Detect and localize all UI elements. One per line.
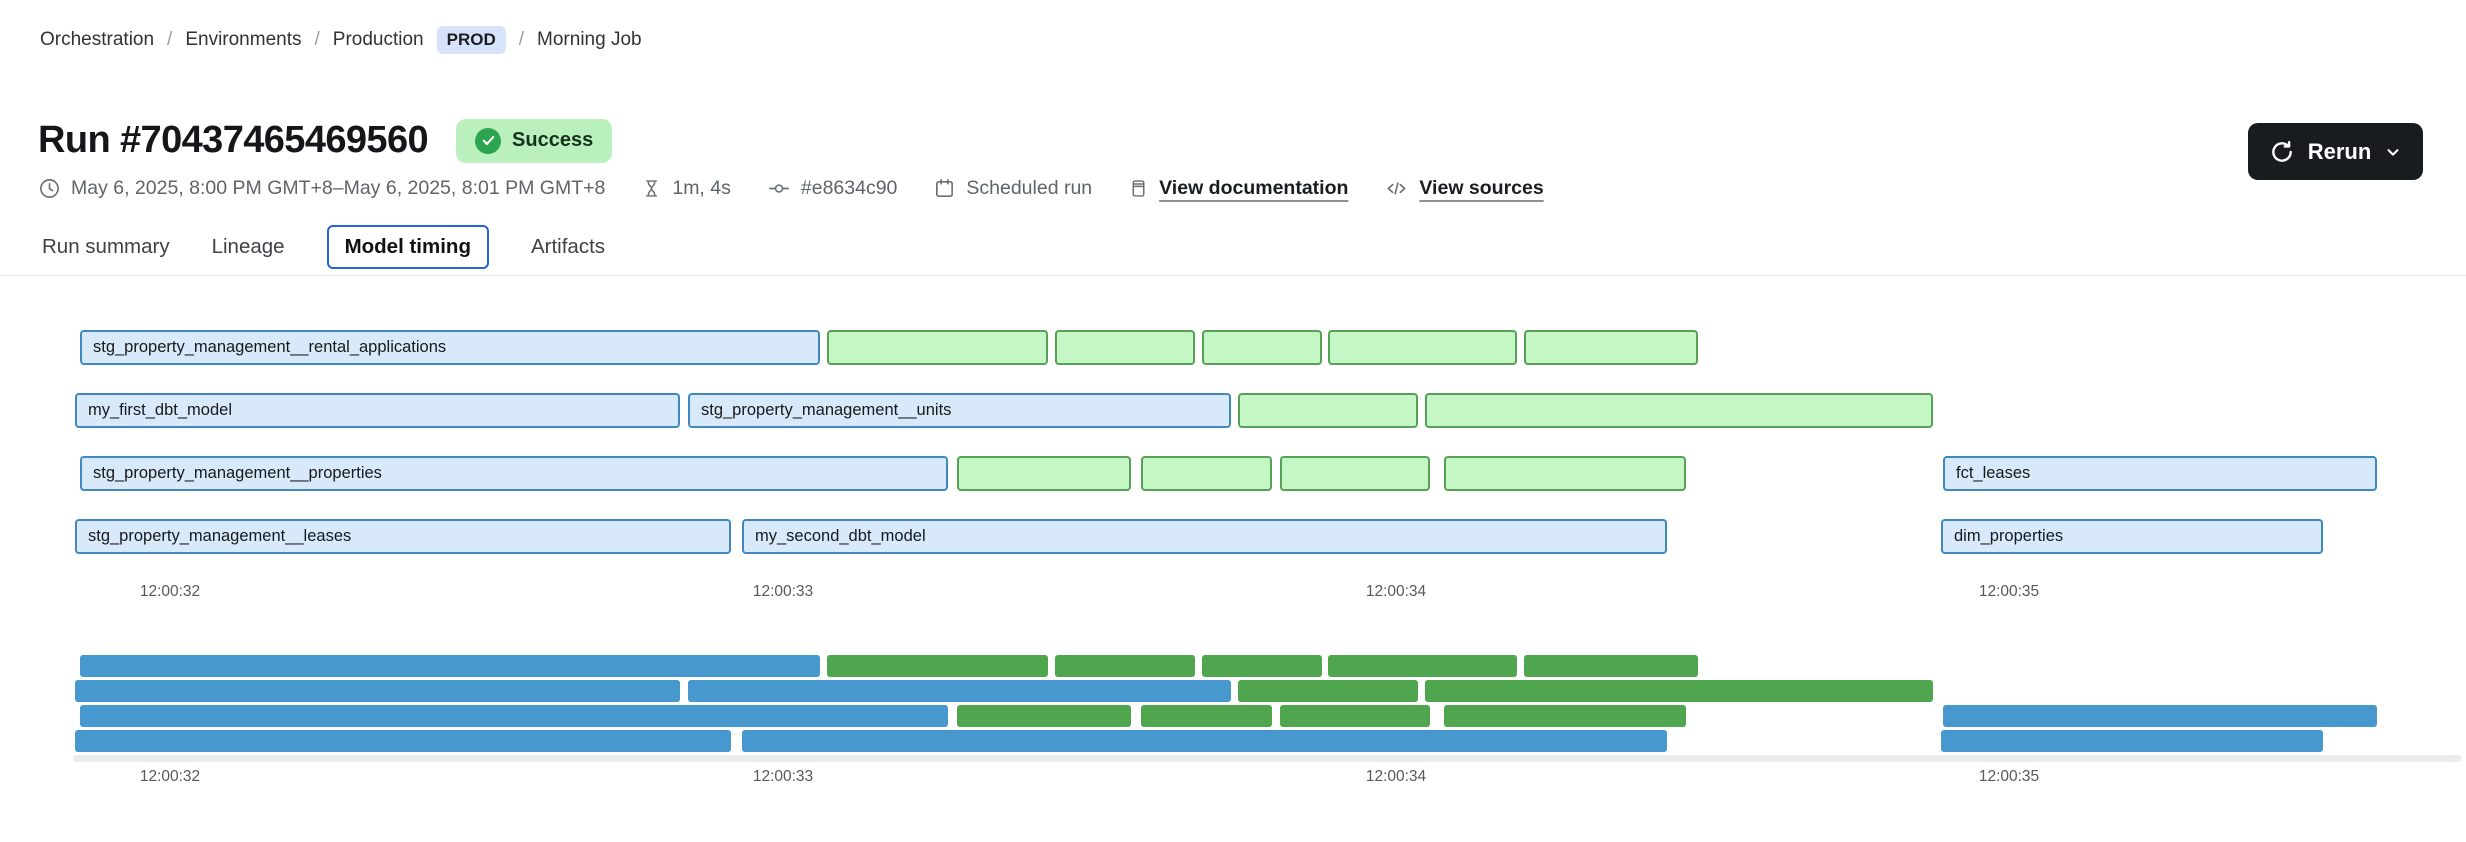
meta-text: Scheduled run: [966, 176, 1093, 199]
tab-model-timing[interactable]: Model timing: [326, 225, 489, 269]
page-title: Run #70437465469560: [38, 119, 429, 162]
model-bar[interactable]: my_first_dbt_model: [75, 393, 680, 428]
model-bar[interactable]: [1202, 330, 1322, 365]
rerun-label: Rerun: [2307, 138, 2372, 164]
meta-item-view-sources: View sources: [1384, 176, 1544, 200]
status-label: Success: [512, 129, 594, 152]
minimap-bar: [688, 680, 1231, 702]
model-bar[interactable]: [1141, 456, 1272, 491]
model-bar-label: stg_property_management__properties: [93, 464, 382, 482]
model-bar[interactable]: [957, 456, 1131, 491]
tab-divider: [0, 275, 2466, 276]
meta-row: May 6, 2025, 8:00 PM GMT+8–May 6, 2025, …: [38, 168, 1544, 208]
minimap-bar: [75, 680, 680, 702]
minimap-bar: [1280, 705, 1430, 727]
meta-text: 1m, 4s: [672, 176, 731, 199]
breadcrumb-link-orchestration[interactable]: Orchestration: [40, 29, 155, 50]
tab-run-summary[interactable]: Run summary: [42, 235, 170, 258]
minimap-axis-tick-label: 12:00:32: [139, 768, 201, 785]
minimap-bar: [1425, 680, 1933, 702]
calendar-icon: [933, 177, 956, 200]
model-bar[interactable]: [1280, 456, 1430, 491]
minimap-bar: [957, 705, 1131, 727]
model-bar-label: stg_property_management__units: [701, 401, 952, 419]
minimap-bar: [1141, 705, 1272, 727]
minimap-bar: [80, 655, 820, 677]
meta-text: May 6, 2025, 8:00 PM GMT+8–May 6, 2025, …: [71, 176, 606, 199]
minimap-bar: [80, 705, 948, 727]
tab-bar: Run summary Lineage Model timing Artifacts: [42, 220, 605, 274]
meta-link-view-documentation[interactable]: View documentation: [1159, 176, 1349, 199]
commit-icon: [767, 177, 791, 200]
minimap-brush-track[interactable]: [73, 755, 2461, 762]
minimap-bar: [1328, 655, 1517, 677]
title-row: Run #70437465469560 Success: [38, 94, 613, 188]
minimap-axis-tick-label: 12:00:33: [752, 768, 814, 785]
success-check-icon: [475, 127, 502, 154]
breadcrumb-current[interactable]: Morning Job: [537, 29, 642, 50]
model-bar[interactable]: [827, 330, 1048, 365]
hourglass-icon: [641, 177, 662, 200]
model-bar[interactable]: my_second_dbt_model: [742, 519, 1667, 554]
model-bar[interactable]: dim_properties: [1941, 519, 2323, 554]
meta-item-may-6-2025-8-00-: May 6, 2025, 8:00 PM GMT+8–May 6, 2025, …: [38, 177, 605, 200]
minimap-bar: [742, 730, 1667, 752]
breadcrumb-separator: /: [314, 29, 320, 50]
axis-tick-label: 12:00:35: [1978, 583, 2040, 600]
model-bar-label: fct_leases: [1956, 464, 2031, 482]
environment-badge[interactable]: PROD: [436, 26, 506, 54]
model-bar[interactable]: [1328, 330, 1517, 365]
minimap-bar: [1202, 655, 1322, 677]
meta-item--e8634c90: #e8634c90: [767, 176, 898, 200]
model-bar-label: stg_property_management__leases: [88, 527, 352, 545]
meta-link-view-sources[interactable]: View sources: [1419, 176, 1544, 199]
rerun-button[interactable]: Rerun: [2248, 123, 2423, 180]
breadcrumb-separator: /: [167, 29, 173, 50]
minimap-axis-tick-label: 12:00:34: [1365, 768, 1427, 785]
axis-tick-label: 12:00:33: [752, 583, 814, 600]
model-bar[interactable]: [1524, 330, 1698, 365]
model-bar[interactable]: [1425, 393, 1933, 428]
model-bar-label: my_first_dbt_model: [88, 401, 232, 419]
code-icon: [1384, 177, 1409, 200]
minimap-bar: [827, 655, 1048, 677]
chevron-down-icon: [2384, 143, 2402, 161]
meta-text: #e8634c90: [800, 176, 898, 199]
meta-item-scheduled-run: Scheduled run: [933, 177, 1092, 200]
model-bar[interactable]: stg_property_management__units: [688, 393, 1231, 428]
minimap-bar: [1238, 680, 1418, 702]
tab-artifacts[interactable]: Artifacts: [530, 235, 606, 258]
minimap-axis-tick-label: 12:00:35: [1978, 768, 2040, 785]
meta-item-1m-4s: 1m, 4s: [641, 177, 731, 200]
meta-item-view-documentation: View documentation: [1128, 177, 1348, 200]
breadcrumb-separator: /: [518, 29, 525, 50]
refresh-icon: [2269, 139, 2295, 165]
model-bar-label: dim_properties: [1954, 527, 2064, 545]
minimap-bar: [75, 730, 731, 752]
minimap-bar: [1943, 705, 2377, 727]
model-bar-label: stg_property_management__rental_applicat…: [93, 338, 447, 356]
model-bar[interactable]: stg_property_management__rental_applicat…: [80, 330, 820, 365]
model-bar[interactable]: [1055, 330, 1195, 365]
minimap-bar: [1524, 655, 1698, 677]
model-bar[interactable]: fct_leases: [1943, 456, 2377, 491]
breadcrumb: Orchestration / Environments / Production PRO…: [40, 26, 642, 54]
tab-lineage[interactable]: Lineage: [211, 235, 285, 258]
model-bar-label: my_second_dbt_model: [755, 527, 926, 545]
axis-tick-label: 12:00:34: [1365, 583, 1427, 600]
minimap-bar: [1444, 705, 1686, 727]
model-bar[interactable]: [1444, 456, 1686, 491]
breadcrumb-link-environments[interactable]: Environments: [185, 29, 302, 50]
model-bar[interactable]: [1238, 393, 1418, 428]
minimap-bar: [1941, 730, 2323, 752]
status-badge: Success: [456, 118, 613, 163]
minimap-bar: [1055, 655, 1195, 677]
model-bar[interactable]: stg_property_management__leases: [75, 519, 731, 554]
clock-icon: [38, 177, 61, 200]
axis-tick-label: 12:00:32: [139, 583, 201, 600]
model-bar[interactable]: stg_property_management__properties: [80, 456, 948, 491]
document-icon: [1128, 177, 1149, 200]
breadcrumb-link-production[interactable]: Production: [332, 29, 424, 50]
